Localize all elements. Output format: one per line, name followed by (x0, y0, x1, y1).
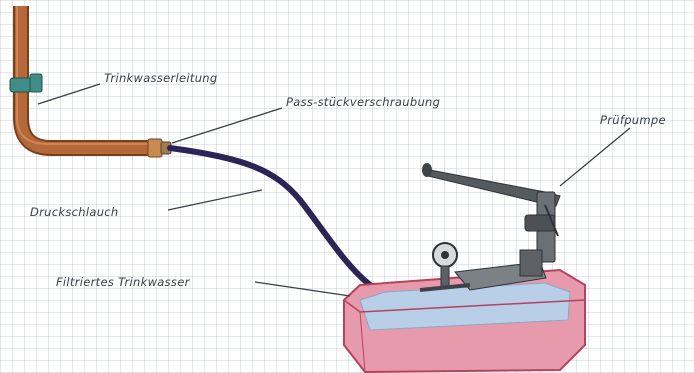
label-test-pump: Prüfpumpe (600, 113, 666, 127)
label-fitting: Pass-stückverschraubung (286, 95, 440, 109)
label-filtered-water: Filtriertes Trinkwasser (56, 275, 191, 289)
label-pressure-hose: Druckschlauch (30, 205, 119, 219)
label-water-line: Trinkwasserleitung (104, 71, 218, 85)
valve (10, 78, 32, 92)
